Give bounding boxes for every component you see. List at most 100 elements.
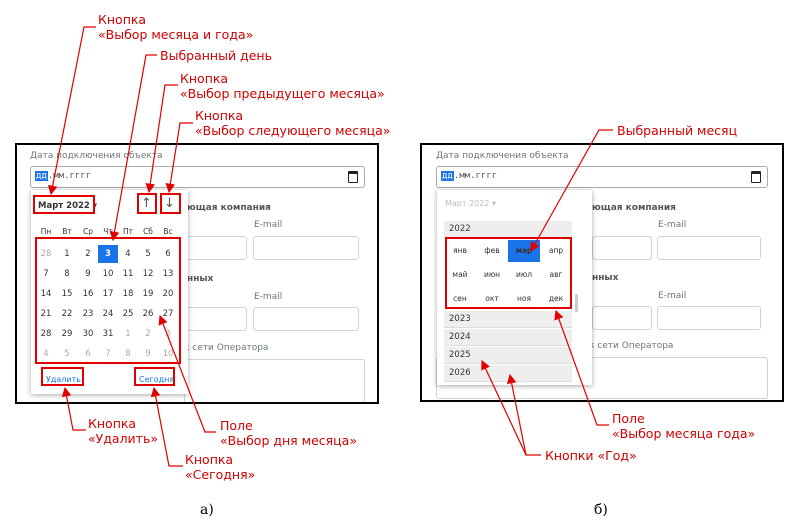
highlight-next: [160, 193, 181, 214]
day-cell[interactable]: 24: [102, 309, 114, 319]
prev-month-button[interactable]: ↑: [141, 196, 152, 211]
day-cell[interactable]: 13: [162, 269, 174, 279]
section-title: ющая компания: [187, 203, 271, 213]
day-cell[interactable]: 23: [82, 309, 94, 319]
year-button[interactable]: 2023: [444, 311, 572, 328]
day-cell[interactable]: 8: [125, 349, 131, 359]
next-month-button[interactable]: ↓: [164, 196, 175, 211]
weekday-header: Пт: [122, 227, 133, 236]
day-cell[interactable]: 22: [61, 309, 73, 319]
day-cell[interactable]: 19: [142, 289, 154, 299]
day-cell[interactable]: 6: [85, 349, 91, 359]
month-cell[interactable]: фев: [484, 246, 500, 255]
month-year-button[interactable]: Март 2022 ▾: [38, 201, 98, 211]
weekday-header: Пн: [40, 227, 52, 236]
highlight-day-grid: [35, 237, 181, 364]
annotation-year-buttons: Кнопки «Год»: [545, 448, 637, 463]
month-cell[interactable]: дек: [548, 294, 564, 303]
email-input[interactable]: [657, 236, 761, 260]
day-cell[interactable]: 9: [145, 349, 151, 359]
day-cell[interactable]: 18: [122, 289, 134, 299]
day-cell[interactable]: 6: [165, 249, 171, 259]
day-cell[interactable]: 16: [82, 289, 94, 299]
annotation-today: Кнопка«Сегодня»: [185, 452, 256, 482]
day-cell[interactable]: 15: [61, 289, 73, 299]
annotation-month-field: Поле«Выбор месяца года»: [612, 411, 756, 441]
day-cell[interactable]: 30: [82, 329, 94, 339]
today-button[interactable]: Сегодня: [139, 375, 175, 384]
day-cell[interactable]: 5: [64, 349, 70, 359]
section-title: ющая компания: [592, 203, 676, 213]
day-cell[interactable]: 28: [40, 329, 52, 339]
section-title: нных: [187, 274, 214, 284]
date-rest: .мм.гггг: [47, 171, 92, 181]
calendar-icon[interactable]: [751, 171, 761, 183]
caption-a: а): [200, 502, 214, 518]
weekday-header: Чт: [103, 227, 113, 236]
weekday-header: Вт: [62, 227, 72, 236]
annotation-delete: Кнопка«Удалить»: [88, 416, 158, 446]
day-cell[interactable]: 7: [105, 349, 111, 359]
day-cell[interactable]: 31: [102, 329, 114, 339]
email-label: E-mail: [658, 291, 687, 301]
day-cell[interactable]: 7: [43, 269, 49, 279]
delete-button[interactable]: Удалить: [46, 375, 81, 384]
textarea[interactable]: [184, 359, 365, 402]
text-input[interactable]: [187, 236, 247, 260]
day-cell[interactable]: 4: [43, 349, 49, 359]
day-cell[interactable]: 21: [40, 309, 52, 319]
day-cell[interactable]: 1: [64, 249, 70, 259]
day-cell[interactable]: 17: [102, 289, 114, 299]
month-year-button[interactable]: Март 2022 ▾: [445, 199, 497, 208]
highlight-prev: [137, 193, 157, 214]
text-input[interactable]: [187, 307, 247, 331]
text-input[interactable]: [592, 236, 652, 260]
year-button[interactable]: 2024: [444, 329, 572, 346]
calendar-icon[interactable]: [348, 171, 358, 183]
month-cell[interactable]: ноя: [516, 294, 531, 303]
email-input[interactable]: [253, 307, 359, 331]
date-dd: дд: [35, 171, 48, 181]
day-cell[interactable]: 5: [145, 249, 151, 259]
month-cell[interactable]: июл: [516, 270, 532, 279]
email-input[interactable]: [657, 306, 761, 330]
day-cell[interactable]: 28: [40, 249, 52, 259]
highlight-month-grid: [445, 237, 572, 309]
day-cell[interactable]: 25: [122, 309, 134, 319]
day-cell[interactable]: 29: [61, 329, 73, 339]
date-input[interactable]: дд.мм.гггг: [30, 166, 365, 188]
day-cell[interactable]: 1: [125, 329, 131, 339]
day-cell[interactable]: 2: [145, 329, 151, 339]
day-cell[interactable]: 14: [40, 289, 52, 299]
day-cell[interactable]: 9: [85, 269, 91, 279]
day-cell[interactable]: 8: [64, 269, 70, 279]
month-cell[interactable]: май: [452, 270, 468, 279]
month-cell[interactable]: сен: [453, 294, 467, 303]
day-cell[interactable]: 27: [162, 309, 174, 319]
year-button[interactable]: 2025: [444, 347, 572, 364]
month-cell[interactable]: апр: [548, 246, 564, 255]
day-cell[interactable]: 10: [102, 269, 114, 279]
day-cell[interactable]: 12: [142, 269, 154, 279]
date-rest: .мм.гггг: [453, 171, 498, 181]
month-cell[interactable]: окт: [485, 294, 499, 303]
text-input[interactable]: [592, 306, 652, 330]
month-cell[interactable]: янв: [453, 246, 467, 255]
weekday-header: Вс: [163, 227, 173, 236]
selected-day[interactable]: 3: [98, 245, 118, 263]
day-cell[interactable]: 26: [142, 309, 154, 319]
day-cell[interactable]: 2: [85, 249, 91, 259]
month-cell[interactable]: авг: [549, 270, 563, 279]
scrollbar[interactable]: [575, 294, 578, 312]
month-cell[interactable]: июн: [483, 270, 501, 279]
day-cell[interactable]: 20: [162, 289, 174, 299]
annotation-selected-month: Выбранный месяц: [617, 123, 738, 138]
email-input[interactable]: [253, 236, 359, 260]
day-cell[interactable]: 11: [122, 269, 134, 279]
date-input[interactable]: дд.мм.гггг: [436, 166, 768, 188]
day-cell[interactable]: 10: [162, 349, 174, 359]
day-cell[interactable]: 3: [165, 329, 171, 339]
day-cell[interactable]: 4: [125, 249, 131, 259]
